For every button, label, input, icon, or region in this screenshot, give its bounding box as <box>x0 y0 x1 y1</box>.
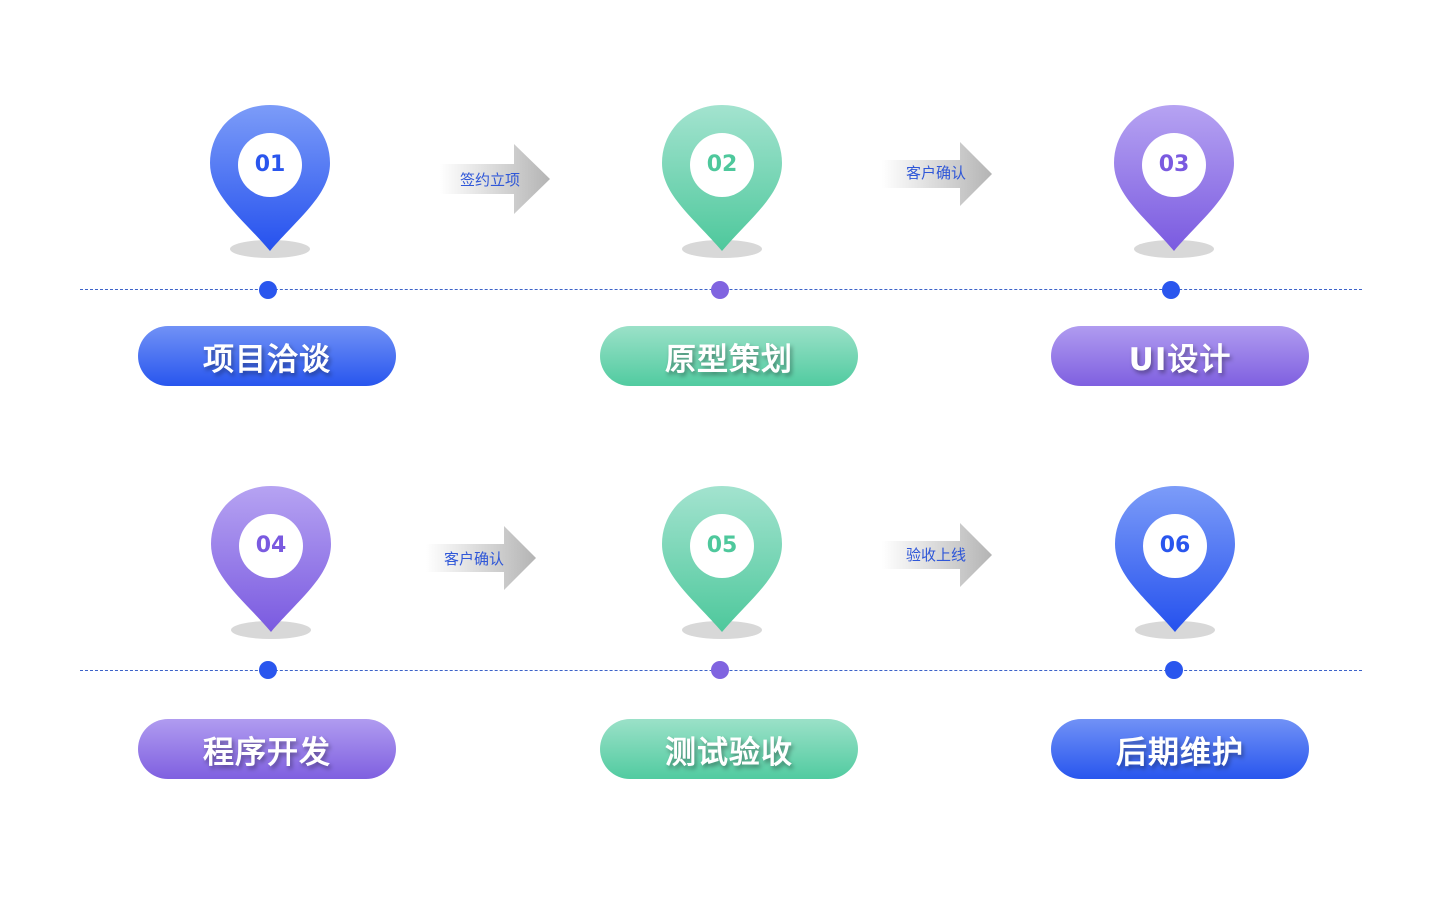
step-number: 06 <box>1159 533 1191 558</box>
transition-arrow: 签约立项 <box>440 144 552 214</box>
step-number: 01 <box>254 152 286 177</box>
transition-label: 验收上线 <box>906 545 967 564</box>
transition-label: 客户确认 <box>444 549 505 568</box>
map-pin-icon: 02 <box>659 103 785 263</box>
transition-arrow: 客户确认 <box>882 142 994 206</box>
arrow-right-icon <box>440 144 550 214</box>
step-number: 05 <box>706 533 738 558</box>
step-label: 程序开发 <box>138 719 396 779</box>
map-pin-icon: 06 <box>1112 484 1238 644</box>
transition-arrow: 客户确认 <box>426 526 538 590</box>
timeline-dot <box>1165 661 1183 679</box>
step-label: 测试验收 <box>600 719 858 779</box>
step-number: 04 <box>255 533 287 558</box>
transition-label: 签约立项 <box>459 170 520 189</box>
step-label: 原型策划 <box>600 326 858 386</box>
timeline-dot <box>711 281 729 299</box>
arrow-right-icon <box>426 526 536 590</box>
step-label: 后期维护 <box>1051 719 1309 779</box>
step-label: 项目洽谈 <box>138 326 396 386</box>
map-pin-icon: 01 <box>207 103 333 263</box>
step-label: UI设计 <box>1051 326 1309 386</box>
transition-arrow: 验收上线 <box>882 523 994 587</box>
step-number: 03 <box>1158 152 1190 177</box>
timeline-dot <box>259 281 277 299</box>
arrow-right-icon <box>882 142 992 206</box>
map-pin-icon: 03 <box>1111 103 1237 263</box>
timeline-dot <box>259 661 277 679</box>
transition-label: 客户确认 <box>906 163 967 182</box>
step-number: 02 <box>706 152 738 177</box>
arrow-right-icon <box>882 523 992 587</box>
map-pin-icon: 04 <box>208 484 334 644</box>
timeline-dot <box>1162 281 1180 299</box>
timeline-dot <box>711 661 729 679</box>
map-pin-icon: 05 <box>659 484 785 644</box>
